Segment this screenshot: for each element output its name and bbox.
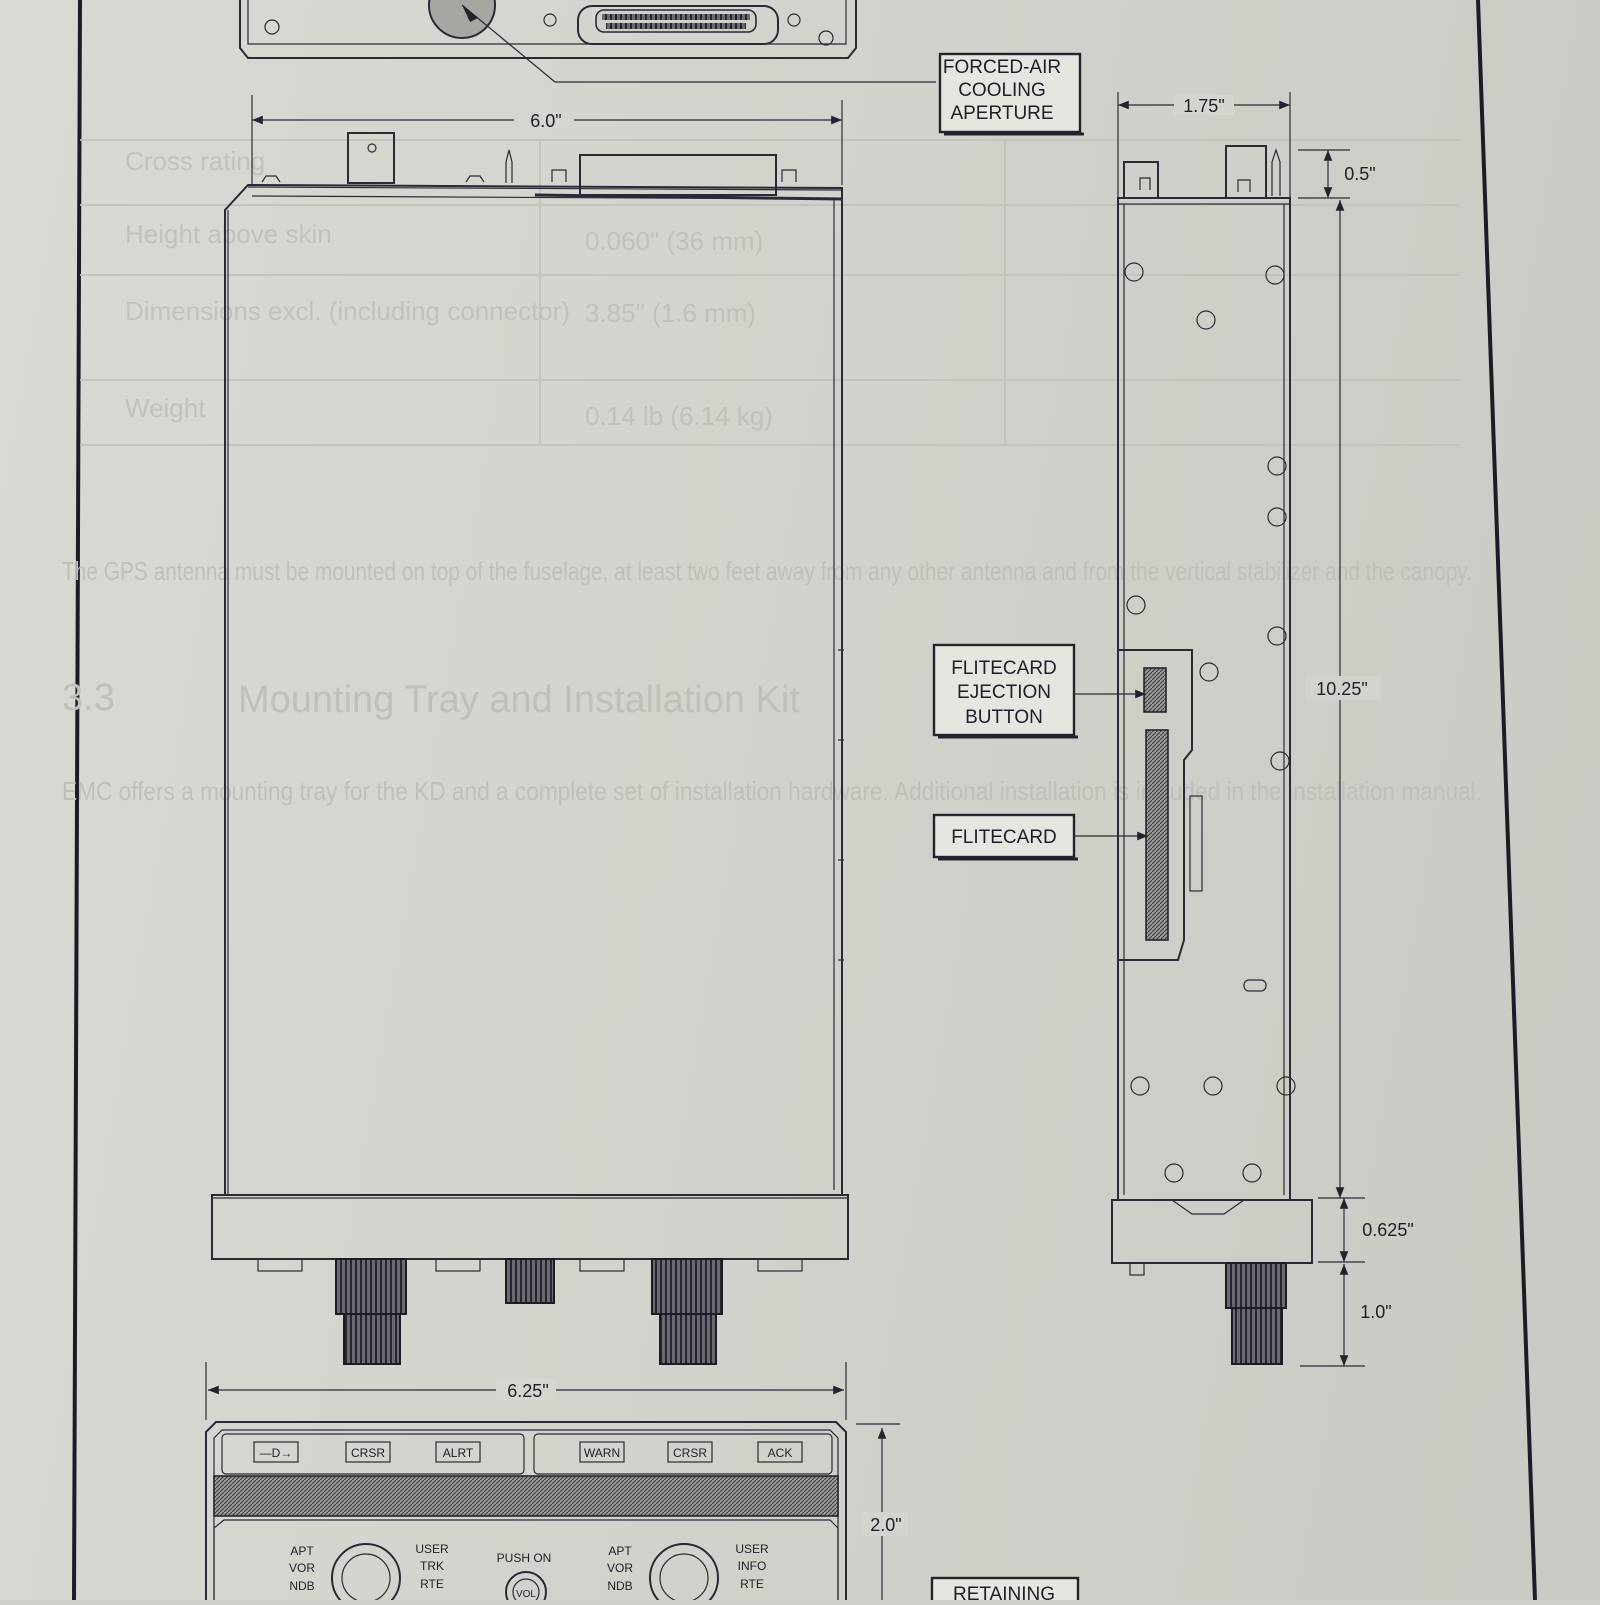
knob-label: TRK [420,1559,444,1573]
knob-label: NDB [289,1579,314,1593]
dimension-body-length: 10.25" [1316,679,1367,699]
knob-label: NDB [607,1579,632,1593]
dimension-knob-depth: 1.0" [1360,1302,1391,1322]
dimension-top-width: 6.0" [530,111,561,131]
button-label: ALRT [443,1446,474,1460]
table-row-label: Weight [125,393,206,423]
dimension-front-height: 2.0" [870,1515,901,1535]
knob-label: INFO [738,1559,767,1573]
callout-text: FORCED-AIR [943,57,1061,78]
dimension-side-width: 1.75" [1183,96,1224,116]
right-knob-group: APT VOR NDB USER INFO RTE [607,1542,769,1605]
dimension-front-width: 6.25" [507,1381,548,1401]
knob-label: VOR [607,1561,633,1575]
rear-panel-view [239,0,936,83]
dimension-bezel-depth: 0.625" [1362,1220,1413,1240]
knob-label: VOR [289,1561,315,1575]
dimension-connector-height: 0.5" [1344,164,1375,184]
left-knob-group: APT VOR NDB USER TRK RTE [289,1542,449,1605]
knob-label: APT [290,1544,314,1558]
frame-right-line [1476,0,1537,1601]
callout-text: RETAINING [953,1584,1055,1600]
top-view-unit: 6.0" [211,95,849,1365]
warn-button[interactable] [579,1441,625,1463]
retaining-callout: RETAINING [930,1576,1080,1605]
ejection-button-callout: FLITECARD EJECTION BUTTON [932,643,1146,739]
section-title: Mounting Tray and Installation Kit [238,679,800,721]
right-selector-knob[interactable] [649,1543,719,1605]
button-label: ACK [768,1446,793,1460]
callout-text: BUTTON [965,707,1043,728]
front-panel-view: 6.25" 2.0" —D→ CRSR ALRT WARN CRSR ACK A… [205,1362,908,1605]
table-cell: 3.85" (1.6 mm) [585,298,756,328]
volume-knob-group: PUSH ON VOL [497,1551,552,1605]
knob-label: RTE [740,1577,764,1591]
alrt-button[interactable] [435,1441,481,1463]
callout-text: APERTURE [950,103,1053,124]
flitecard-callout: FLITECARD [932,813,1148,861]
screw-heads [1124,262,1296,1183]
callout-text: COOLING [958,80,1046,101]
ack-button[interactable] [757,1441,803,1463]
table-cell: 0.060" (36 mm) [585,226,763,256]
side-view-unit: 1.75" [1111,92,1414,1367]
section-number: 3.3 [62,677,115,719]
volume-knob[interactable] [505,1571,547,1605]
display-window [213,1475,839,1517]
crsr-button-right[interactable] [667,1441,713,1463]
front-buttons: —D→ CRSR ALRT WARN CRSR ACK [253,1441,803,1463]
table-cell: 0.14 lb (6.14 kg) [585,401,773,431]
button-label: WARN [584,1446,620,1460]
paragraph-text: The GPS antenna must be mounted on top o… [62,556,1472,586]
direct-to-button[interactable] [253,1441,299,1463]
callout-text: FLITECARD [951,658,1057,679]
volume-label: PUSH ON [497,1551,552,1565]
left-selector-knob[interactable] [331,1543,401,1605]
background-paragraphs: The GPS antenna must be mounted on top o… [62,556,1482,806]
table-row-label: Cross rating [125,146,265,176]
callout-text: FLITECARD [951,827,1057,848]
knob-label: USER [735,1542,769,1556]
knob-label: USER [415,1542,449,1556]
frame-left-line [72,0,82,1601]
table-row-label: Dimensions excl. (including connector) [125,296,570,326]
callout-box [938,52,1082,134]
button-label: —D→ [260,1446,293,1460]
volume-knob-label: VOL [516,1589,536,1600]
cooling-aperture-callout: FORCED-AIR COOLING APERTURE [938,52,1084,136]
paragraph-text: EMC offers a mounting tray for the KD an… [62,776,1482,806]
button-label: CRSR [673,1446,707,1460]
knob-label: APT [608,1544,632,1558]
button-label: CRSR [351,1446,385,1460]
crsr-button-left[interactable] [345,1441,391,1463]
knob-label: RTE [420,1577,444,1591]
callout-text: EJECTION [957,682,1051,703]
